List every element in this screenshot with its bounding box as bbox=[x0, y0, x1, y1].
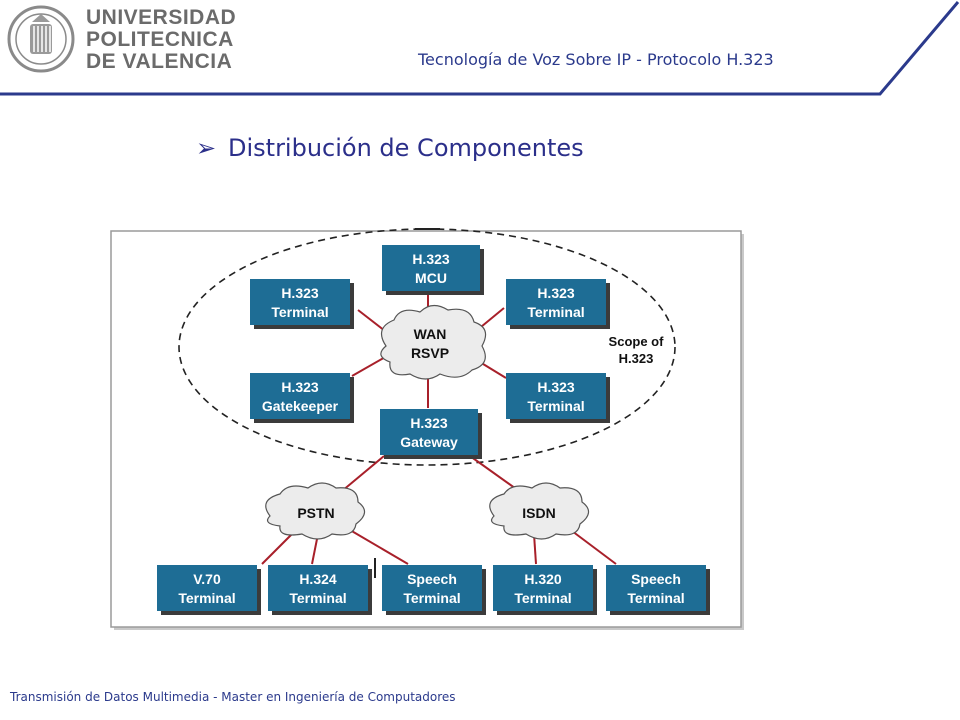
box-speech-terminal-left: Speech Terminal bbox=[382, 565, 486, 615]
link-isdn-h320 bbox=[533, 533, 537, 565]
box-v70-terminal: V.70 Terminal bbox=[157, 565, 261, 615]
logo-line-3: DE VALENCIA bbox=[86, 50, 233, 73]
box-terminal-right-bottom-line-1: H.323 bbox=[537, 379, 575, 395]
box-speech-terminal-right: Speech Terminal bbox=[606, 565, 710, 615]
box-gatekeeper-line-2: Gatekeeper bbox=[262, 398, 339, 414]
box-terminal-right-bottom: H.323 Terminal bbox=[506, 373, 610, 423]
box-h320-terminal: H.320 Terminal bbox=[493, 565, 597, 615]
section-title-text: Distribución de Componentes bbox=[228, 134, 584, 162]
box-v70-line-2: Terminal bbox=[178, 590, 235, 606]
logo-line-1: UNIVERSIDAD bbox=[86, 6, 237, 29]
box-speech-left-line-1: Speech bbox=[407, 571, 457, 587]
box-h324-terminal: H.324 Terminal bbox=[268, 565, 372, 615]
box-terminal-left-line-1: H.323 bbox=[281, 285, 319, 301]
box-speech-right-line-1: Speech bbox=[631, 571, 681, 587]
footer-text: Transmisión de Datos Multimedia - Master… bbox=[10, 690, 456, 704]
university-logo: UNIVERSIDAD POLITECNICA DE VALENCIA bbox=[6, 4, 236, 74]
box-gatekeeper-line-1: H.323 bbox=[281, 379, 319, 395]
logo-line-2: POLITECNICA bbox=[86, 28, 234, 51]
scope-label-line-2: H.323 bbox=[619, 351, 654, 366]
box-gateway-line-2: Gateway bbox=[400, 434, 458, 450]
box-h324-line-1: H.324 bbox=[299, 571, 337, 587]
section-title: ➢ Distribución de Componentes bbox=[196, 134, 584, 162]
cloud-isdn-label: ISDN bbox=[522, 505, 555, 521]
box-mcu: H.323 MCU bbox=[382, 245, 484, 295]
arrow-bullet-icon: ➢ bbox=[196, 134, 217, 162]
university-name: UNIVERSIDAD POLITECNICA DE VALENCIA bbox=[86, 7, 236, 73]
cloud-wan: WAN RSVP bbox=[380, 304, 487, 380]
scope-label: Scope of H.323 bbox=[609, 334, 665, 366]
box-terminal-right-top-line-1: H.323 bbox=[537, 285, 575, 301]
box-h320-line-2: Terminal bbox=[514, 590, 571, 606]
box-terminal-right-bottom-line-2: Terminal bbox=[527, 398, 584, 414]
cloud-pstn-label: PSTN bbox=[297, 505, 334, 521]
box-h324-line-2: Terminal bbox=[289, 590, 346, 606]
box-gateway: H.323 Gateway bbox=[380, 409, 482, 459]
box-speech-right-line-2: Terminal bbox=[627, 590, 684, 606]
cloud-pstn: PSTN bbox=[265, 482, 366, 540]
box-mcu-line-2: MCU bbox=[415, 270, 447, 286]
box-terminal-left: H.323 Terminal bbox=[250, 279, 354, 329]
header-title: Tecnología de Voz Sobre IP - Protocolo H… bbox=[418, 50, 774, 69]
cloud-wan-line-2: RSVP bbox=[411, 345, 449, 361]
box-h320-line-1: H.320 bbox=[524, 571, 562, 587]
header-rule bbox=[0, 1, 960, 96]
box-v70-line-1: V.70 bbox=[193, 571, 221, 587]
scope-label-line-1: Scope of bbox=[609, 334, 665, 349]
box-terminal-left-line-2: Terminal bbox=[271, 304, 328, 320]
cloud-wan-line-1: WAN bbox=[414, 326, 447, 342]
link-pstn-speech bbox=[349, 529, 409, 565]
upv-seal-icon bbox=[7, 5, 75, 73]
h323-components-diagram: WAN RSVP PSTN ISDN H.323 MCU H.323 Termi… bbox=[110, 228, 744, 630]
box-terminal-right-top-line-2: Terminal bbox=[527, 304, 584, 320]
box-terminal-right-top: H.323 Terminal bbox=[506, 279, 610, 329]
box-mcu-line-1: H.323 bbox=[412, 251, 450, 267]
cloud-isdn: ISDN bbox=[489, 482, 590, 540]
box-speech-left-line-2: Terminal bbox=[403, 590, 460, 606]
link-isdn-speech bbox=[567, 527, 617, 565]
box-gateway-line-1: H.323 bbox=[410, 415, 448, 431]
link-pstn-v70 bbox=[261, 529, 297, 565]
box-gatekeeper: H.323 Gatekeeper bbox=[250, 373, 354, 423]
